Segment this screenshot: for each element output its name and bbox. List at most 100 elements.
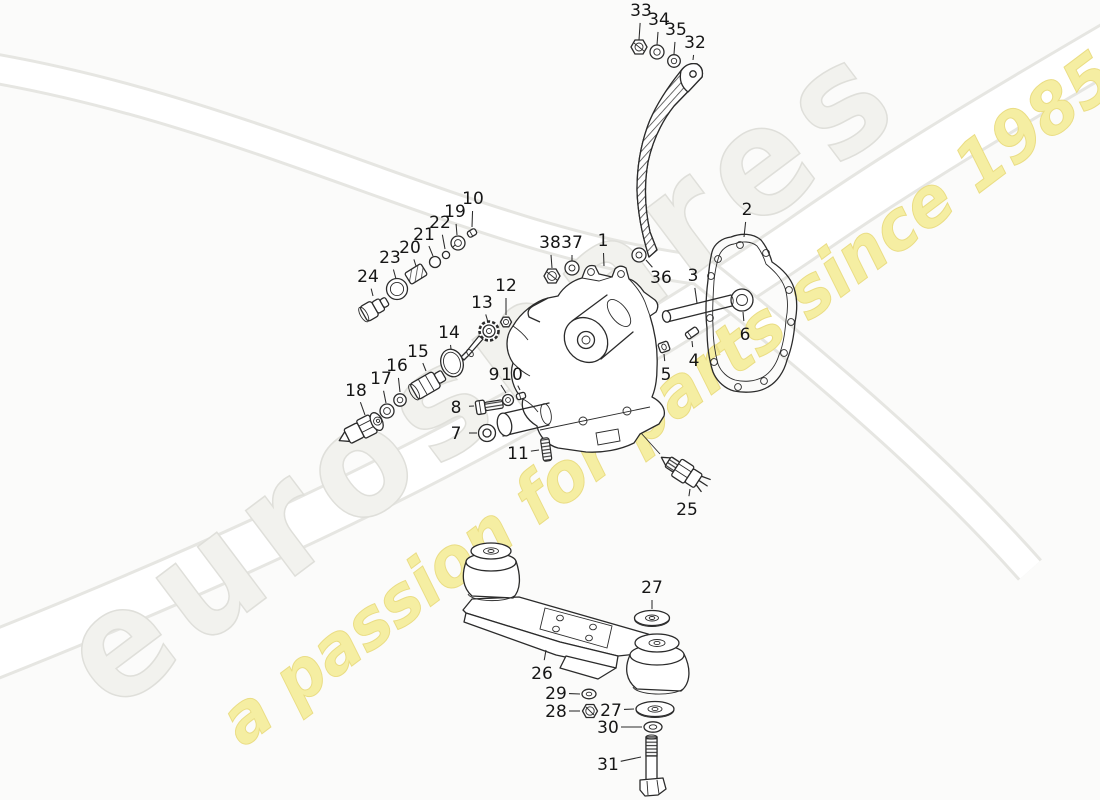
part-switch-25: [660, 456, 711, 493]
part-label-37: 37: [561, 233, 583, 253]
part-label-21: 21: [413, 225, 435, 245]
part-ring-19: [450, 235, 466, 251]
part-label-10: 10: [462, 189, 484, 209]
part-label-27: 27: [641, 578, 663, 598]
leader-line-34: [656, 31, 659, 46]
leader-line-3: [694, 287, 698, 304]
part-gasket-2: [705, 233, 798, 393]
part-nut-12: [499, 316, 513, 328]
part-o-ring-14: [440, 348, 464, 378]
leader-line-26: [543, 649, 547, 661]
part-washer-27-upper: [633, 609, 671, 627]
part-pin-10-upper: [466, 228, 478, 238]
part-seal-17: [379, 403, 395, 419]
leader-line-5: [663, 353, 666, 362]
part-label-29: 29: [545, 684, 567, 704]
part-label-6: 6: [740, 325, 751, 345]
leader-line-20: [413, 259, 417, 267]
part-washer-29: [581, 688, 597, 700]
leader-line-10: [471, 210, 474, 228]
leader-line-35: [673, 41, 676, 55]
leader-line-19: [455, 223, 458, 236]
part-nut-38: [543, 268, 561, 284]
leader-line-31: [620, 756, 642, 762]
part-label-24: 24: [357, 267, 379, 287]
part-label-4: 4: [689, 351, 700, 371]
part-label-1: 1: [598, 231, 609, 251]
leader-line-2: [743, 221, 747, 238]
part-label-31: 31: [597, 755, 619, 775]
part-nut-33: [630, 39, 648, 55]
leader-line-33: [638, 22, 641, 41]
part-label-20: 20: [399, 238, 421, 258]
part-label-12: 12: [495, 276, 517, 296]
part-label-28: 28: [545, 702, 567, 722]
part-washer-37: [564, 260, 580, 276]
part-label-18: 18: [345, 381, 367, 401]
part-spring-20: [404, 263, 428, 285]
part-label-7: 7: [451, 424, 462, 444]
part-rubber-mount-left: [462, 542, 521, 602]
part-nut-28: [581, 703, 599, 719]
part-grommet-7: [477, 423, 497, 443]
part-label-38: 38: [539, 233, 561, 253]
leader-line-11: [530, 449, 540, 452]
leader-line-13: [485, 314, 489, 323]
leader-line-17: [383, 390, 387, 404]
part-label-3: 3: [688, 266, 699, 286]
part-nut-5: [657, 340, 671, 354]
part-label-15: 15: [407, 342, 429, 362]
part-rubber-mount-right: [626, 633, 690, 695]
part-label-26: 26: [531, 664, 553, 684]
part-washer-36: [631, 247, 647, 263]
part-drive-gear-13: [460, 320, 500, 361]
part-pin-4: [684, 326, 700, 340]
leader-line-15: [422, 362, 427, 372]
part-washer-35: [667, 54, 681, 68]
leader-line-4: [691, 340, 694, 348]
leader-line-16: [397, 377, 401, 393]
part-label-17: 17: [370, 369, 392, 389]
part-label-22: 22: [429, 213, 451, 233]
part-label-25: 25: [676, 500, 698, 520]
part-label-32: 32: [684, 33, 706, 53]
part-support-strap-32: [636, 63, 704, 258]
part-bolt-8: [474, 399, 504, 416]
part-ball-22: [441, 250, 451, 260]
part-washer-30: [643, 721, 663, 733]
part-switch-18: [338, 412, 384, 444]
leader-line-9: [500, 384, 507, 394]
leader-line-1: [602, 252, 605, 267]
leader-line-25: [688, 488, 691, 497]
leader-line-10: [517, 385, 521, 391]
leader-line-23: [392, 269, 397, 280]
part-label-23: 23: [379, 248, 401, 268]
leader-line-32: [692, 54, 695, 61]
part-label-8: 8: [451, 398, 462, 418]
part-bolt-31: [639, 734, 667, 797]
part-label-5: 5: [661, 365, 672, 385]
part-seal-23: [385, 277, 409, 301]
part-washer-27-lower: [635, 700, 675, 718]
leader-line-24: [370, 288, 374, 297]
part-label-13: 13: [471, 293, 493, 313]
part-washer-9: [501, 393, 515, 407]
part-label-27: 27: [600, 701, 622, 721]
part-label-2: 2: [742, 200, 753, 220]
part-pin-10-lower: [515, 391, 527, 401]
leader-line-22: [441, 234, 446, 250]
leader-line-18: [359, 402, 366, 416]
part-label-34: 34: [648, 10, 670, 30]
part-plug-15: [408, 370, 447, 401]
part-label-14: 14: [438, 323, 460, 343]
part-label-35: 35: [665, 20, 687, 40]
part-label-10: 10: [501, 365, 523, 385]
part-plug-24: [358, 297, 390, 323]
leader-line-21: [428, 245, 434, 257]
part-ball-21: [428, 255, 442, 269]
part-label-30: 30: [597, 718, 619, 738]
part-transmission-cover-1: [496, 264, 666, 455]
